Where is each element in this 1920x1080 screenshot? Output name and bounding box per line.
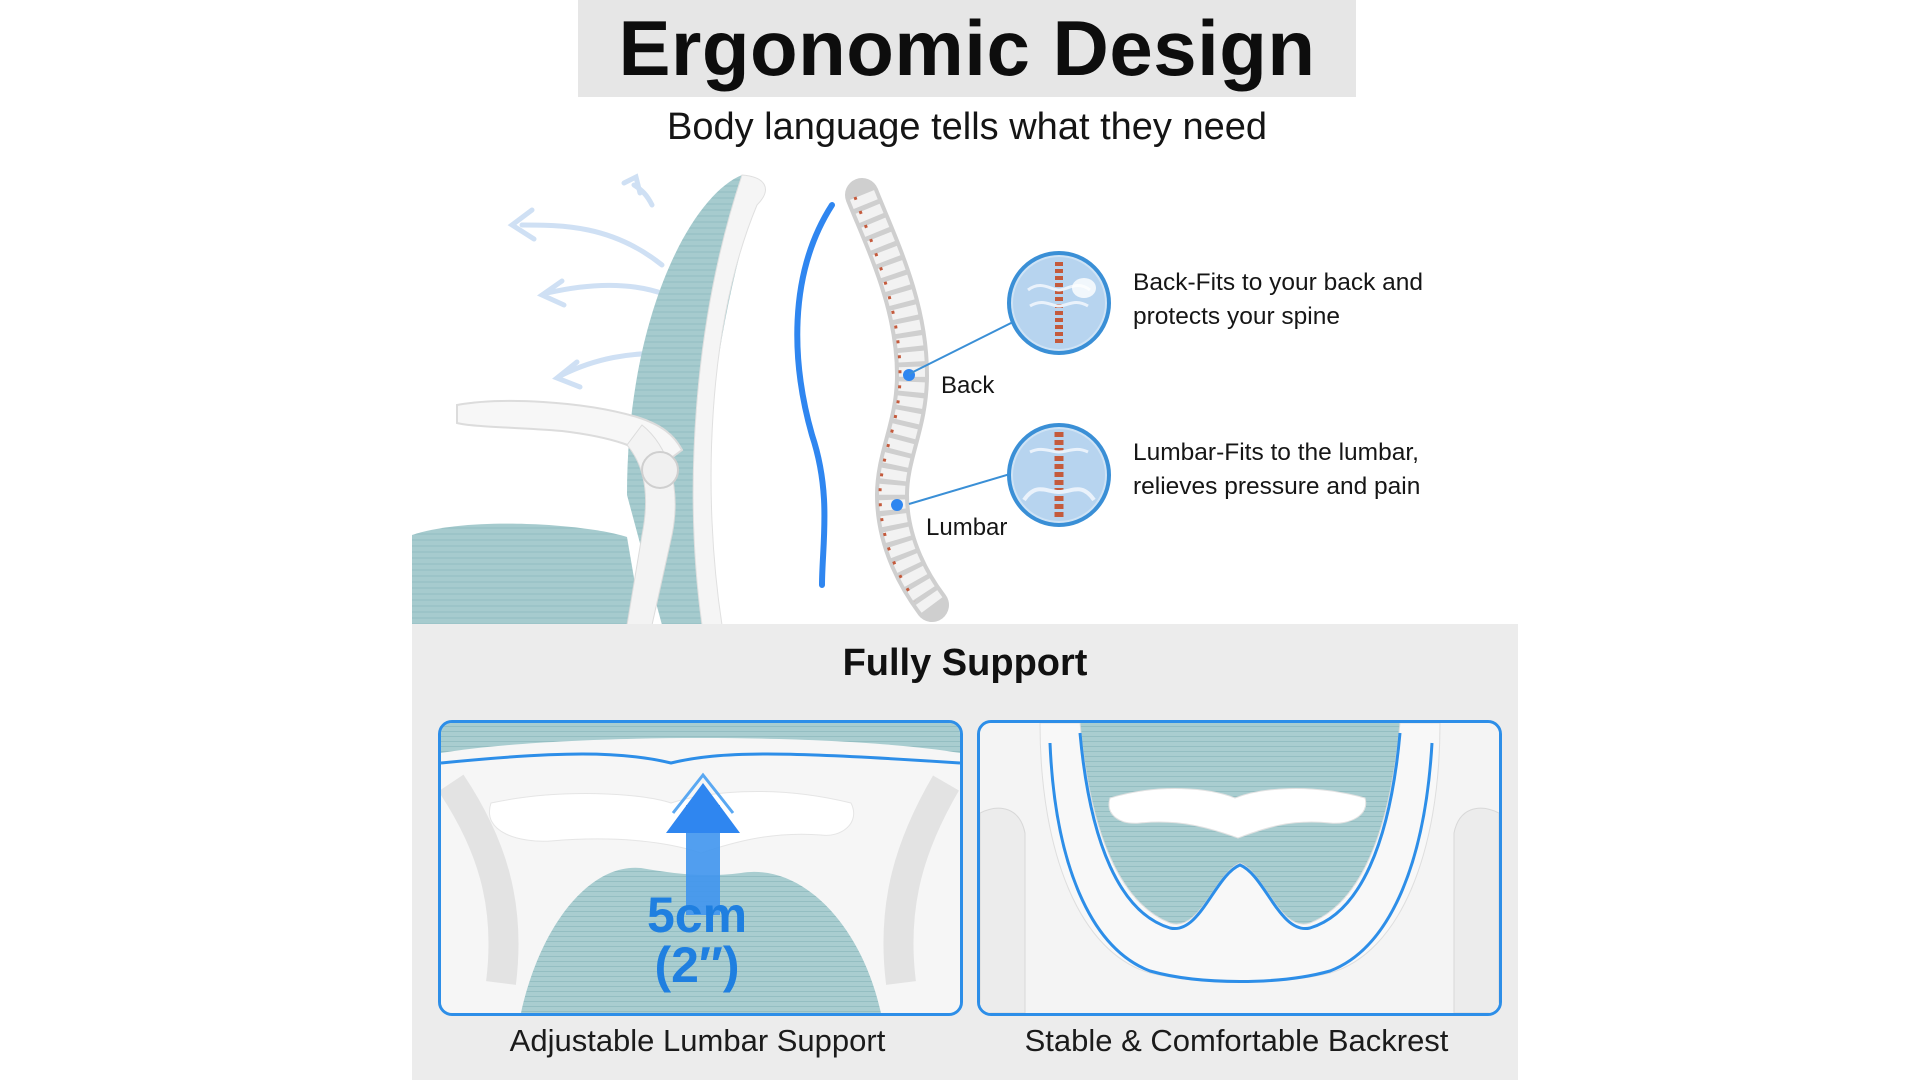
title-banner: Ergonomic Design xyxy=(578,0,1356,97)
chair-seat xyxy=(412,523,642,625)
lumbar-spine-icon xyxy=(1007,423,1111,527)
callout-connectors xyxy=(908,319,1018,505)
backrest-photo xyxy=(977,720,1502,1016)
spine-lumbar-label: Lumbar xyxy=(926,514,1008,541)
adjust-up-arrow-icon xyxy=(666,772,740,915)
adjust-distance-in: (2″) xyxy=(654,937,740,993)
chair-side-illustration xyxy=(412,173,949,625)
caption-adjustable-lumbar: Adjustable Lumbar Support xyxy=(509,1023,886,1058)
callout-lumbar-line2: relieves pressure and pain xyxy=(1133,473,1421,500)
lumbar-support-illustration xyxy=(441,723,960,1013)
page-subtitle: Body language tells what they need xyxy=(667,106,1267,148)
lumbar-support-photo xyxy=(438,720,963,1016)
caption-stable-backrest: Stable & Comfortable Backrest xyxy=(1024,1023,1449,1058)
callout-lumbar-line1: Lumbar-Fits to the lumbar, xyxy=(1133,439,1419,466)
page-title: Ergonomic Design xyxy=(618,4,1316,92)
callout-back: Back-Fits to your back and protects your… xyxy=(1133,266,1423,334)
adjust-distance-value: 5cm (2″) xyxy=(617,890,777,990)
callout-lumbar: Lumbar-Fits to the lumbar, relieves pres… xyxy=(1133,436,1420,504)
adjust-distance-cm: 5cm xyxy=(646,887,748,943)
callout-back-line1: Back-Fits to your back and xyxy=(1133,269,1424,296)
spine-back-label: Back xyxy=(941,372,995,399)
spine-icon xyxy=(845,178,949,622)
posture-curve xyxy=(794,202,835,588)
support-title: Fully Support xyxy=(842,642,1088,684)
back-spine-icon xyxy=(1007,251,1111,355)
callout-back-line2: protects your spine xyxy=(1133,303,1340,330)
backrest-illustration xyxy=(980,723,1499,1013)
